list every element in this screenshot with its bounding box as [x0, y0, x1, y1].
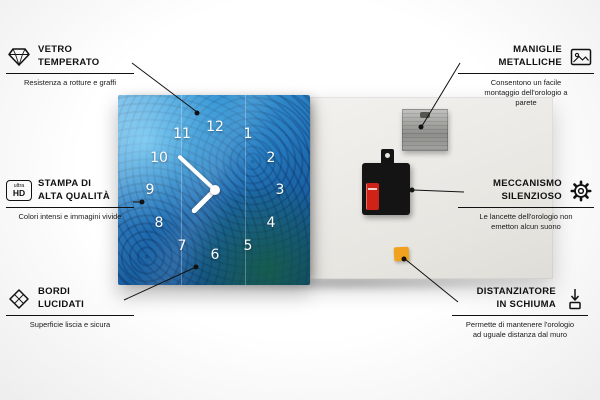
callout-subtitle: Superficie liscia e sicura	[29, 319, 111, 329]
panel-seam	[181, 95, 183, 285]
gear-icon	[568, 179, 594, 203]
callout-maniglie-metalliche: MANIGLIE METALLICHE Consentono un facile…	[458, 44, 594, 108]
callout-subtitle: Le lancette dell'orologio non emetton al…	[479, 211, 573, 231]
picture-frame-icon	[568, 45, 594, 69]
callout-bordi-lucidati: BORDI LUCIDATI Superficie liscia e sicur…	[6, 286, 134, 330]
plate-notch	[420, 112, 430, 118]
ultra-hd-icon: ultra HD	[6, 180, 32, 202]
clock-back-view	[310, 97, 553, 279]
callout-rule	[452, 314, 588, 316]
clock-center-hub	[210, 185, 220, 195]
callout-stampa-alta-qualita: ultra HD STAMPA DI ALTA QUALITÀ Colori i…	[6, 178, 134, 222]
clock-number: 2	[259, 150, 283, 166]
callout-subtitle: Permette di mantenere l'orologio ad ugua…	[465, 319, 575, 339]
callout-title: MANIGLIE METALLICHE	[498, 44, 562, 68]
panel-seam	[244, 95, 246, 285]
clock-number: 1	[236, 126, 260, 142]
glass-reflection	[118, 95, 310, 285]
spacer-arrow-icon	[562, 287, 588, 311]
callout-subtitle: Consentono un facile montaggio dell'orol…	[484, 77, 568, 107]
clock-number: 9	[138, 182, 162, 198]
callout-title: BORDI LUCIDATI	[38, 286, 85, 310]
hanger-hole	[385, 153, 390, 158]
clock-number: 10	[147, 150, 171, 166]
clock-number: 6	[203, 247, 227, 263]
callout-meccanismo-silenzioso: MECCANISMO SILENZIOSO	[458, 178, 594, 232]
clock-number: 3	[268, 182, 292, 198]
battery-label	[368, 188, 377, 190]
clock-number: 7	[170, 238, 194, 254]
callout-title: VETRO TEMPERATO	[38, 44, 100, 68]
callout-rule	[6, 206, 134, 208]
clock-number: 8	[147, 215, 171, 231]
clock-number: 4	[259, 215, 283, 231]
callout-rule	[6, 72, 134, 74]
metal-mounting-plate	[402, 109, 448, 151]
clock-number: 5	[236, 238, 260, 254]
callout-title: MECCANISMO SILENZIOSO	[493, 178, 562, 202]
foam-spacer	[393, 246, 410, 262]
callout-distanziatore-in-schiuma: DISTANZIATORE IN SCHIUMA Permette di man…	[452, 286, 588, 340]
clock-front-view: 1 2 3 4 5 6 7 8 9 10 11 12	[118, 95, 310, 285]
battery	[366, 183, 379, 210]
hanger-hook	[381, 149, 394, 165]
callout-rule	[458, 206, 594, 208]
callout-title: STAMPA DI ALTA QUALITÀ	[38, 178, 111, 202]
callout-rule	[6, 314, 134, 316]
diamond-icon	[6, 45, 32, 69]
callout-rule	[458, 72, 594, 74]
polished-edge-icon	[6, 287, 32, 311]
callout-title: DISTANZIATORE IN SCHIUMA	[476, 286, 556, 310]
callout-subtitle: Resistenza a rotture e graffi	[24, 77, 116, 87]
clock-number: 12	[203, 119, 227, 135]
clock-number: 11	[170, 126, 194, 142]
clock-mechanism	[362, 163, 410, 215]
callout-vetro-temperato: VETRO TEMPERATO Resistenza a rotture e g…	[6, 44, 134, 88]
callout-subtitle: Colori intensi e immagini vivide	[18, 211, 122, 221]
